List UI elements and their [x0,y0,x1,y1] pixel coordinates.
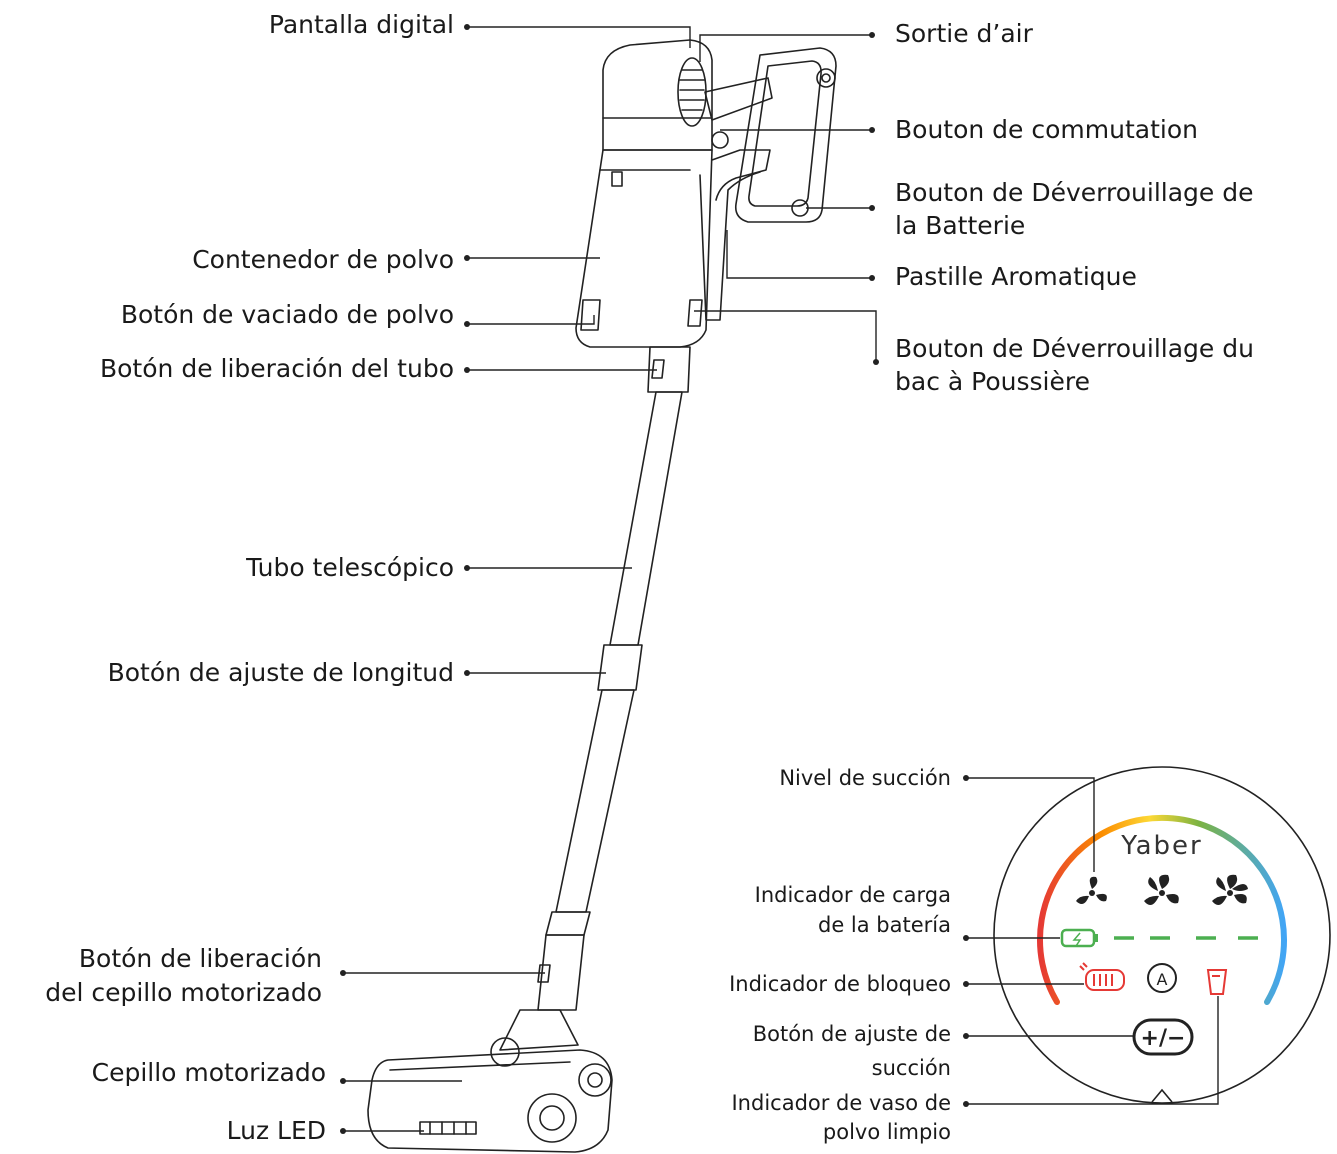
label-cepillo-motorizado: Cepillo motorizado [91,1058,326,1087]
auto-mode-icon: A [1147,963,1177,993]
label-deverrouillage-bac-1: Bouton de Déverrouillage du [895,334,1254,363]
brand-logo: Yaber [1120,831,1202,861]
label-liberacion-cepillo-1: Botón de liberación [78,944,322,973]
leader-dots [340,24,879,1134]
label-luz-led: Luz LED [226,1116,326,1145]
label-deverrouillage-batterie-2: la Batterie [895,211,1026,240]
label-nivel-succion: Nivel de succión [779,766,951,790]
leader-lines [343,26,877,1132]
battery-release-knob [816,68,836,88]
battery-icon [1060,928,1098,948]
air-outlet [677,57,707,127]
label-ajuste-succion-2: succión [871,1056,951,1080]
dust-container [575,149,713,348]
label-pastille-aromatique: Pastille Aromatique [895,262,1137,291]
label-tubo-telescopico: Tubo telescópico [246,553,454,582]
label-indicador-bloqueo: Indicador de bloqueo [729,972,951,996]
motor-head [602,39,713,151]
svg-text:+/−: +/− [1141,1026,1186,1051]
battery-pack [734,47,837,223]
control-panel: Yaber [963,766,1331,1107]
svg-text:A: A [1157,970,1168,989]
label-boton-vaciado: Botón de vaciado de polvo [120,300,454,329]
label-bouton-commutation: Bouton de commutation [895,115,1198,144]
fan-low-icon [1076,876,1107,905]
label-sortie-air: Sortie d’air [895,19,1033,48]
handle [704,77,773,121]
suction-toggle-icon[interactable]: +/− [1132,1018,1194,1056]
telescopic-tube [609,391,683,646]
vacuum-illustration [367,39,837,1153]
label-indicador-carga-2: de la batería [818,913,951,937]
label-ajuste-longitud: Botón de ajuste de longitud [107,658,454,687]
label-indicador-vaso-2: polvo limpio [822,1120,951,1144]
label-indicador-carga-1: Indicador de carga [754,883,951,907]
suction-level-arc [1037,814,1287,1005]
dust-cup-icon [1206,969,1228,995]
label-liberacion-cepillo-2: del cepillo motorizado [45,978,322,1007]
label-liberacion-tubo: Botón de liberación del tubo [99,354,454,383]
lock-icon [1079,962,1125,991]
fan-mid-icon [1144,874,1179,905]
label-deverrouillage-bac-2: bac à Poussière [895,367,1090,396]
label-deverrouillage-batterie-1: Bouton de Déverrouillage de [895,178,1254,207]
label-pantalla-digital: Pantalla digital [268,10,454,39]
motorized-brush [367,1049,613,1153]
fan-high-icon [1212,874,1248,905]
label-ajuste-succion-1: Botón de ajuste de [752,1022,951,1046]
label-contenedor-polvo: Contenedor de polvo [192,245,454,274]
label-indicador-vaso-1: Indicador de vaso de [731,1091,951,1115]
led-light [419,1121,477,1135]
